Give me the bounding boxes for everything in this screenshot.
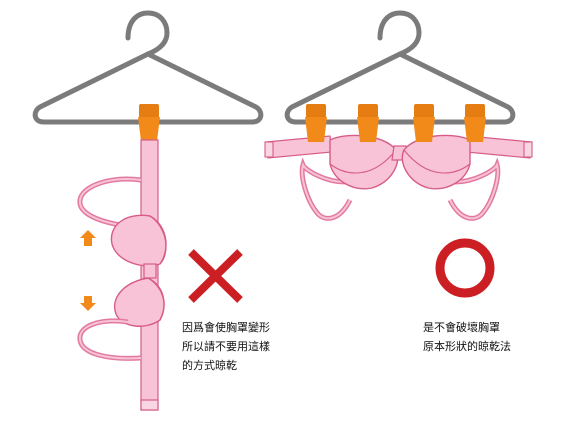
left-clip (138, 104, 160, 141)
wrong-caption-line-2: 所以請不要用這樣 (182, 340, 270, 353)
right-hanger (284, 10, 516, 125)
right-bra (264, 134, 533, 221)
wrong-caption-line-3: 的方式晾乾 (182, 359, 237, 372)
right-hanger-hook (377, 10, 422, 57)
right-caption-line-2: 原本形狀的晾乾法 (423, 340, 511, 353)
x-mark-icon (188, 249, 243, 303)
right-clip-4 (464, 104, 486, 142)
circle-mark-icon (435, 238, 495, 298)
right-bra-cup-right (401, 134, 471, 190)
wrong-method-caption: 因爲會使胸罩變形 所以請不要用這樣 的方式晾乾 (182, 318, 270, 375)
up-arrow-icon (80, 230, 96, 246)
right-clip-1 (305, 104, 327, 142)
left-hanger-hook (125, 10, 170, 57)
right-caption-line-1: 是不會破壞胸罩 (423, 321, 500, 334)
right-method-caption: 是不會破壞胸罩 原本形狀的晾乾法 (423, 318, 511, 356)
right-clip-3 (413, 104, 435, 142)
right-hanger-illustration (264, 10, 533, 221)
right-bra-cup-left (329, 134, 399, 190)
left-bra (77, 139, 167, 411)
down-arrow-icon (80, 296, 96, 311)
left-hanger-illustration (32, 10, 264, 411)
right-clip-2 (357, 104, 379, 142)
wrong-caption-line-1: 因爲會使胸罩變形 (182, 321, 270, 334)
right-hanger-body (284, 51, 516, 125)
